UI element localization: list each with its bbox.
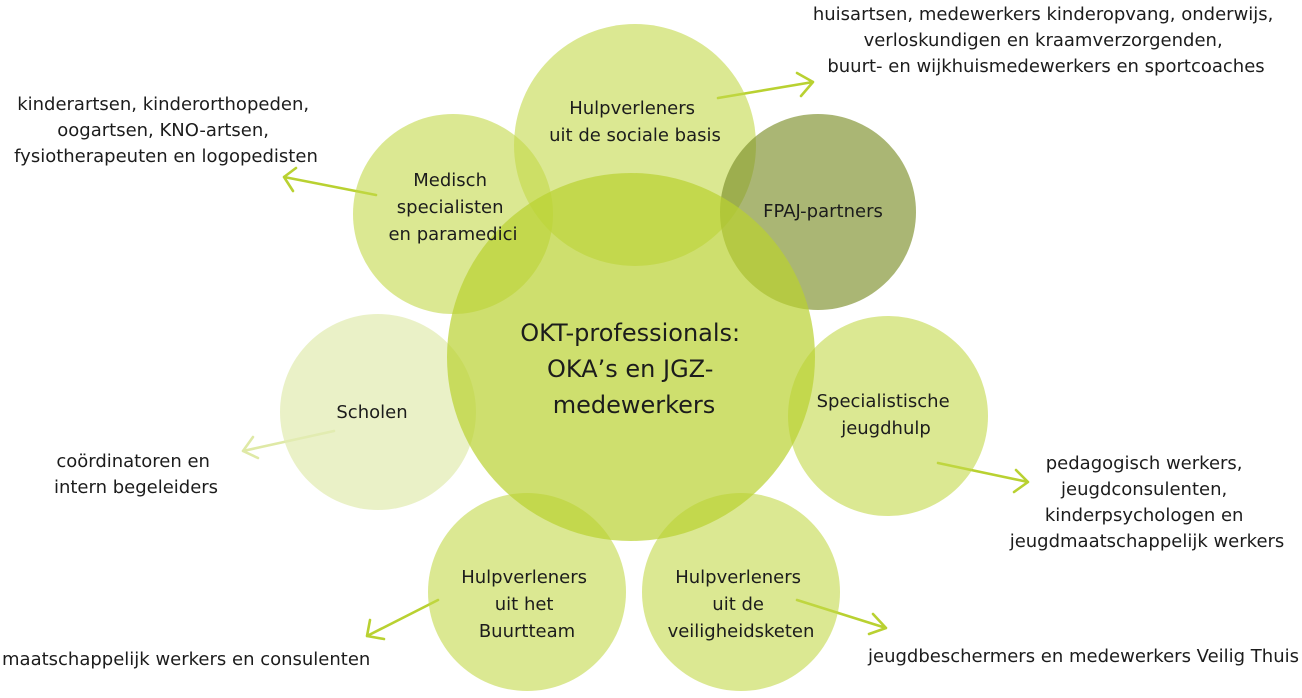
label-center: OKT-professionals: OKA’s en JGZ- medewer… — [520, 319, 748, 419]
arrow-buurtteam — [365, 598, 440, 641]
label-veiligheidsketen: Hulpverleners uit de veiligheidsketen — [668, 567, 815, 642]
circle-scholen[interactable] — [280, 314, 476, 510]
circle-specialistische[interactable] — [788, 316, 988, 516]
ext-specialistische: pedagogisch werkers, jeugdconsulenten, k… — [1009, 453, 1285, 552]
ext-medisch: kinderartsen, kinderorthopeden, oogartse… — [14, 94, 318, 167]
label-fpaj: FPAJ-partners — [763, 201, 883, 222]
label-medisch: Medisch specialisten en paramedici — [388, 170, 517, 245]
circle-labels: Hulpverleners uit de sociale basis Medis… — [336, 98, 956, 642]
label-scholen: Scholen — [336, 402, 407, 423]
external-labels: huisartsen, medewerkers kinderopvang, on… — [2, 4, 1299, 670]
label-buurtteam: Hulpverleners uit het Buurtteam — [461, 567, 593, 642]
ext-scholen: coördinatoren en intern begeleiders — [54, 451, 218, 498]
label-specialistische: Specialistische jeugdhulp — [817, 391, 956, 439]
label-social-basis: Hulpverleners uit de sociale basis — [549, 98, 721, 146]
circles — [280, 24, 988, 691]
ext-veiligheidsketen: jeugdbeschermers en medewerkers Veilig T… — [867, 646, 1299, 667]
circle-veiligheidsketen[interactable] — [642, 493, 840, 691]
ext-social-basis: huisartsen, medewerkers kinderopvang, on… — [813, 4, 1279, 77]
circle-buurtteam[interactable] — [428, 493, 626, 691]
ext-buurtteam: maatschappelijk werkers en consulenten — [2, 649, 370, 670]
circle-center[interactable] — [447, 173, 815, 541]
